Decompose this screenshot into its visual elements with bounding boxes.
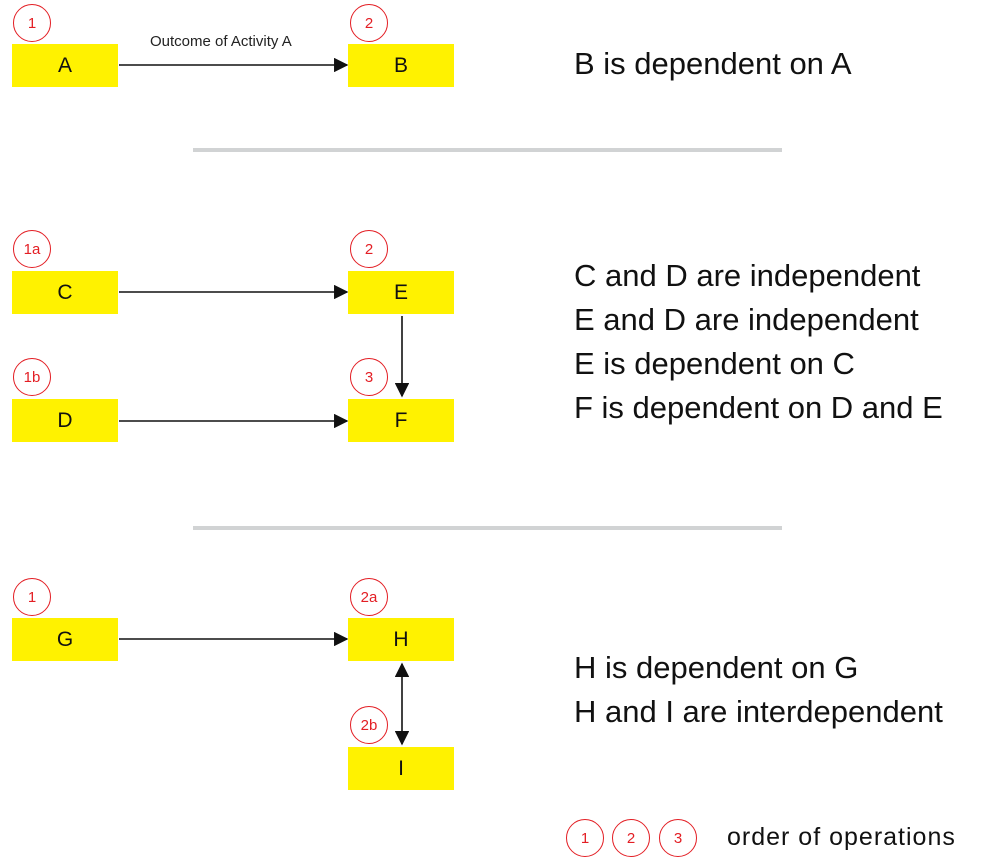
legend-label: order of operations bbox=[727, 823, 956, 851]
node-f: F bbox=[348, 399, 454, 442]
order-badge-f: 3 bbox=[350, 358, 388, 396]
statement: H is dependent on G bbox=[574, 650, 859, 685]
order-badge-h: 2a bbox=[350, 578, 388, 616]
statement: C and D are independent bbox=[574, 258, 921, 293]
edge-label-outcome: Outcome of Activity A bbox=[150, 33, 292, 50]
order-badge-i: 2b bbox=[350, 706, 388, 744]
order-badge-d: 1b bbox=[13, 358, 51, 396]
legend-badge: 1 bbox=[566, 819, 604, 857]
statement: F is dependent on D and E bbox=[574, 390, 943, 425]
order-badge-b: 2 bbox=[350, 4, 388, 42]
node-h: H bbox=[348, 618, 454, 661]
node-c: C bbox=[12, 271, 118, 314]
node-d: D bbox=[12, 399, 118, 442]
legend-badge: 2 bbox=[612, 819, 650, 857]
section-divider bbox=[193, 526, 782, 530]
legend-badge: 3 bbox=[659, 819, 697, 857]
order-badge-c: 1a bbox=[13, 230, 51, 268]
statement: H and I are interdependent bbox=[574, 694, 943, 729]
order-badge-g: 1 bbox=[13, 578, 51, 616]
node-i: I bbox=[348, 747, 454, 790]
section-divider bbox=[193, 148, 782, 152]
order-badge-a: 1 bbox=[13, 4, 51, 42]
order-badge-e: 2 bbox=[350, 230, 388, 268]
node-b: B bbox=[348, 44, 454, 87]
node-e: E bbox=[348, 271, 454, 314]
statement: E and D are independent bbox=[574, 302, 919, 337]
statement: B is dependent on A bbox=[574, 46, 852, 81]
node-a: A bbox=[12, 44, 118, 87]
node-g: G bbox=[12, 618, 118, 661]
statement: E is dependent on C bbox=[574, 346, 855, 381]
